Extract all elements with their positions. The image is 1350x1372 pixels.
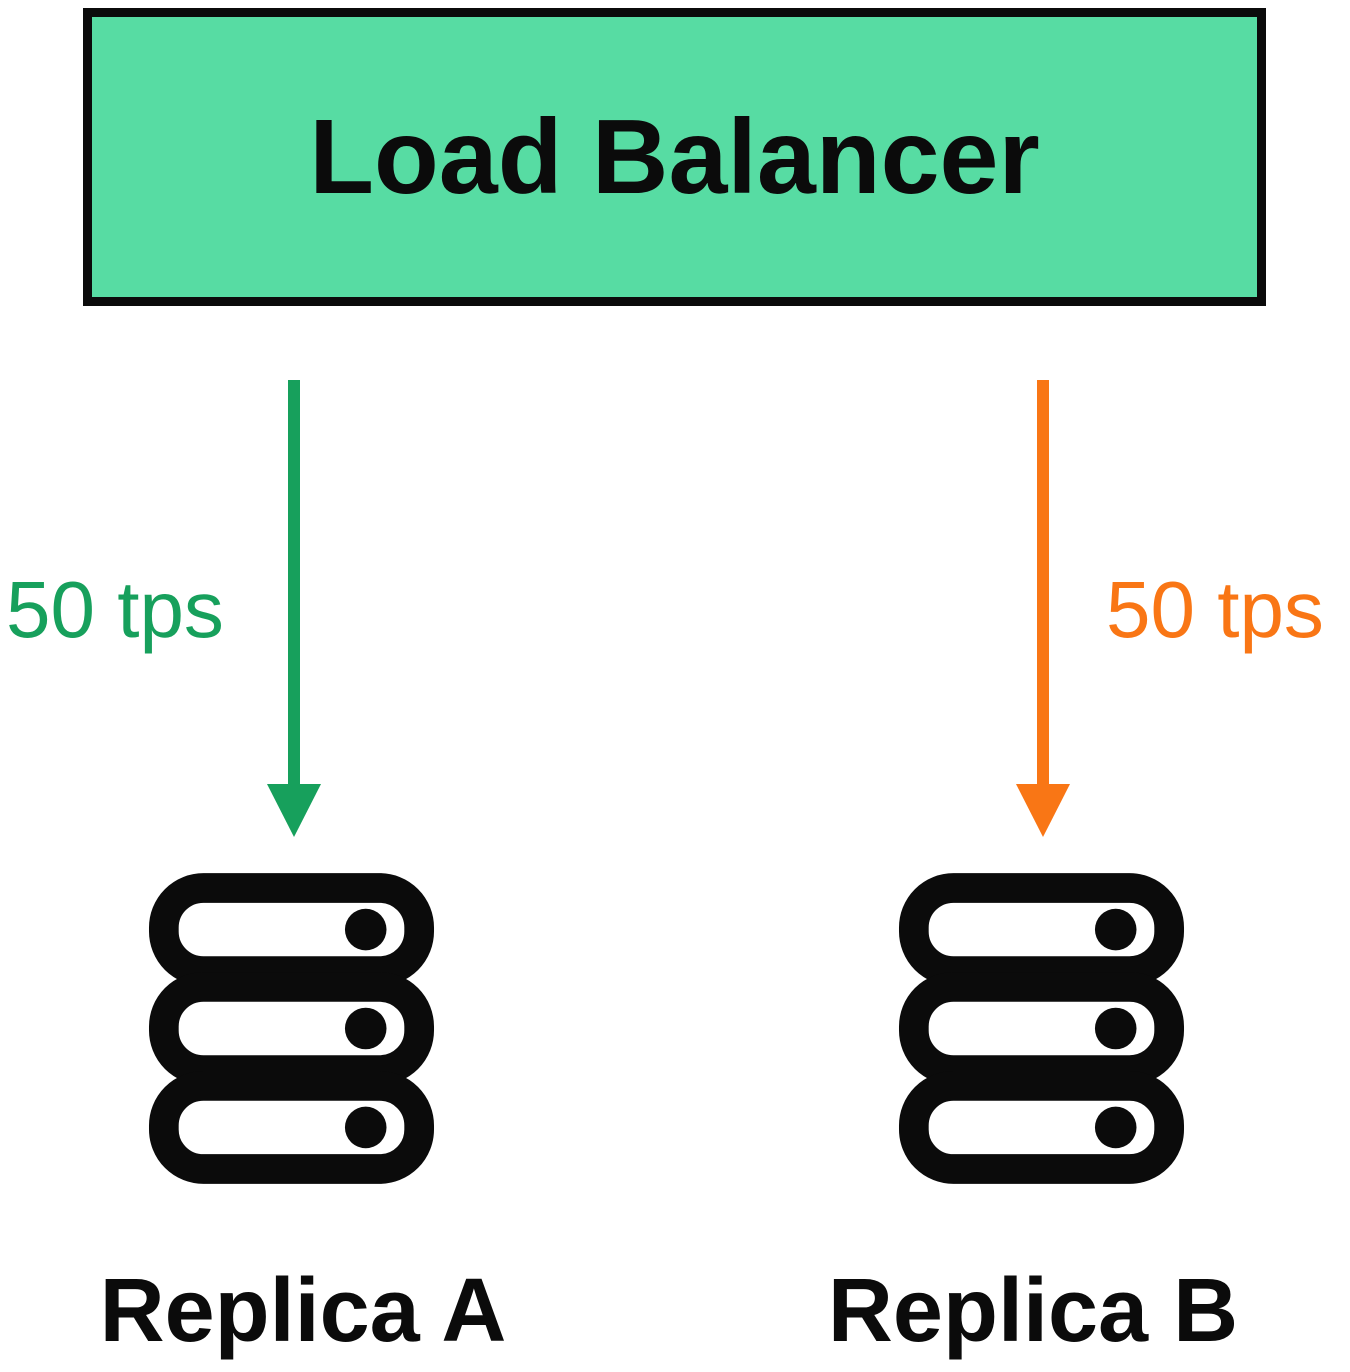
arrow-down-icon-to-replica-b [1016, 380, 1070, 837]
load-balancer-node: Load Balancer [83, 8, 1266, 306]
flow-rate-label-replica-a: 50 tps [6, 565, 224, 654]
flow-rate-label-replica-b: 50 tps [1106, 565, 1324, 654]
arrow-down-icon-to-replica-a [267, 380, 321, 837]
load-balancer-label: Load Balancer [309, 97, 1040, 216]
replica-b-label: Replica B [827, 1261, 1239, 1361]
database-icon [148, 873, 435, 1184]
database-icon [898, 873, 1185, 1184]
replica-a-label: Replica A [99, 1261, 507, 1361]
